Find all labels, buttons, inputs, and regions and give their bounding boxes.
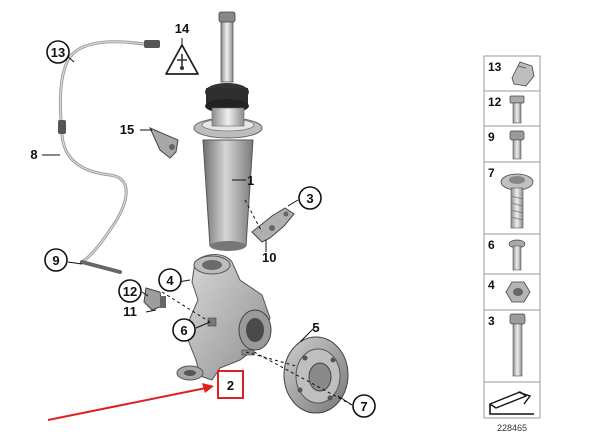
svg-text:11: 11 xyxy=(123,304,137,319)
callout-8: 8 xyxy=(30,147,37,162)
svg-text:14: 14 xyxy=(175,21,190,36)
strut-assembly xyxy=(193,11,263,251)
sensor-wire xyxy=(58,40,160,274)
svg-text:7: 7 xyxy=(488,166,495,180)
legend-item-4: 4 xyxy=(483,273,541,311)
svg-text:4: 4 xyxy=(488,278,495,292)
svg-text:13: 13 xyxy=(488,60,502,74)
svg-text:12: 12 xyxy=(488,95,502,109)
callout-9: 9 xyxy=(44,248,68,272)
svg-text:9: 9 xyxy=(52,253,59,268)
legend-item-12: 12 xyxy=(483,90,541,127)
legend-item-6: 6 xyxy=(483,233,541,275)
callout-11: 11 xyxy=(123,304,137,319)
bracket-15 xyxy=(149,127,179,159)
svg-text:5: 5 xyxy=(312,320,319,335)
figure-id: 228465 xyxy=(497,423,527,433)
red-arrow-icon xyxy=(47,383,214,421)
parts-legend: 13 12 9 7 6 xyxy=(483,55,541,433)
steering-knuckle xyxy=(176,254,272,381)
callout-1: 1 xyxy=(247,173,254,188)
warning-triangle-icon xyxy=(165,44,199,75)
callout-6: 6 xyxy=(172,318,196,342)
svg-text:8: 8 xyxy=(30,147,37,162)
svg-text:13: 13 xyxy=(51,45,65,60)
svg-text:15: 15 xyxy=(120,122,134,137)
callout-3: 3 xyxy=(298,186,322,210)
svg-text:12: 12 xyxy=(123,284,137,299)
legend-item-7: 7 xyxy=(483,161,541,235)
svg-text:4: 4 xyxy=(166,273,174,288)
svg-text:6: 6 xyxy=(180,323,187,338)
legend-item-9: 9 xyxy=(483,125,541,163)
diagram-arrow-icon xyxy=(483,381,541,419)
svg-text:3: 3 xyxy=(488,314,495,328)
callout-13: 13 xyxy=(46,40,70,64)
callout-15: 15 xyxy=(120,122,134,137)
sensor-bracket-12 xyxy=(143,287,166,311)
svg-text:3: 3 xyxy=(306,191,313,206)
callout-12: 12 xyxy=(118,279,142,303)
svg-text:6: 6 xyxy=(488,238,495,252)
callout-4: 4 xyxy=(158,268,182,292)
svg-text:1: 1 xyxy=(247,173,254,188)
legend-item-3: 3 xyxy=(483,309,541,383)
callout-7: 7 xyxy=(352,394,376,418)
callout-5: 5 xyxy=(312,320,319,335)
wheel-hub xyxy=(283,336,349,414)
legend-item-13: 13 xyxy=(483,55,541,92)
svg-text:9: 9 xyxy=(488,130,495,144)
callout-10: 10 xyxy=(262,250,276,265)
svg-text:10: 10 xyxy=(262,250,276,265)
svg-text:7: 7 xyxy=(360,399,367,414)
callout-2-highlight[interactable]: 2 xyxy=(217,370,244,399)
callout-14: 14 xyxy=(175,21,190,36)
bracket-10 xyxy=(251,207,295,243)
svg-text:2: 2 xyxy=(227,378,234,393)
